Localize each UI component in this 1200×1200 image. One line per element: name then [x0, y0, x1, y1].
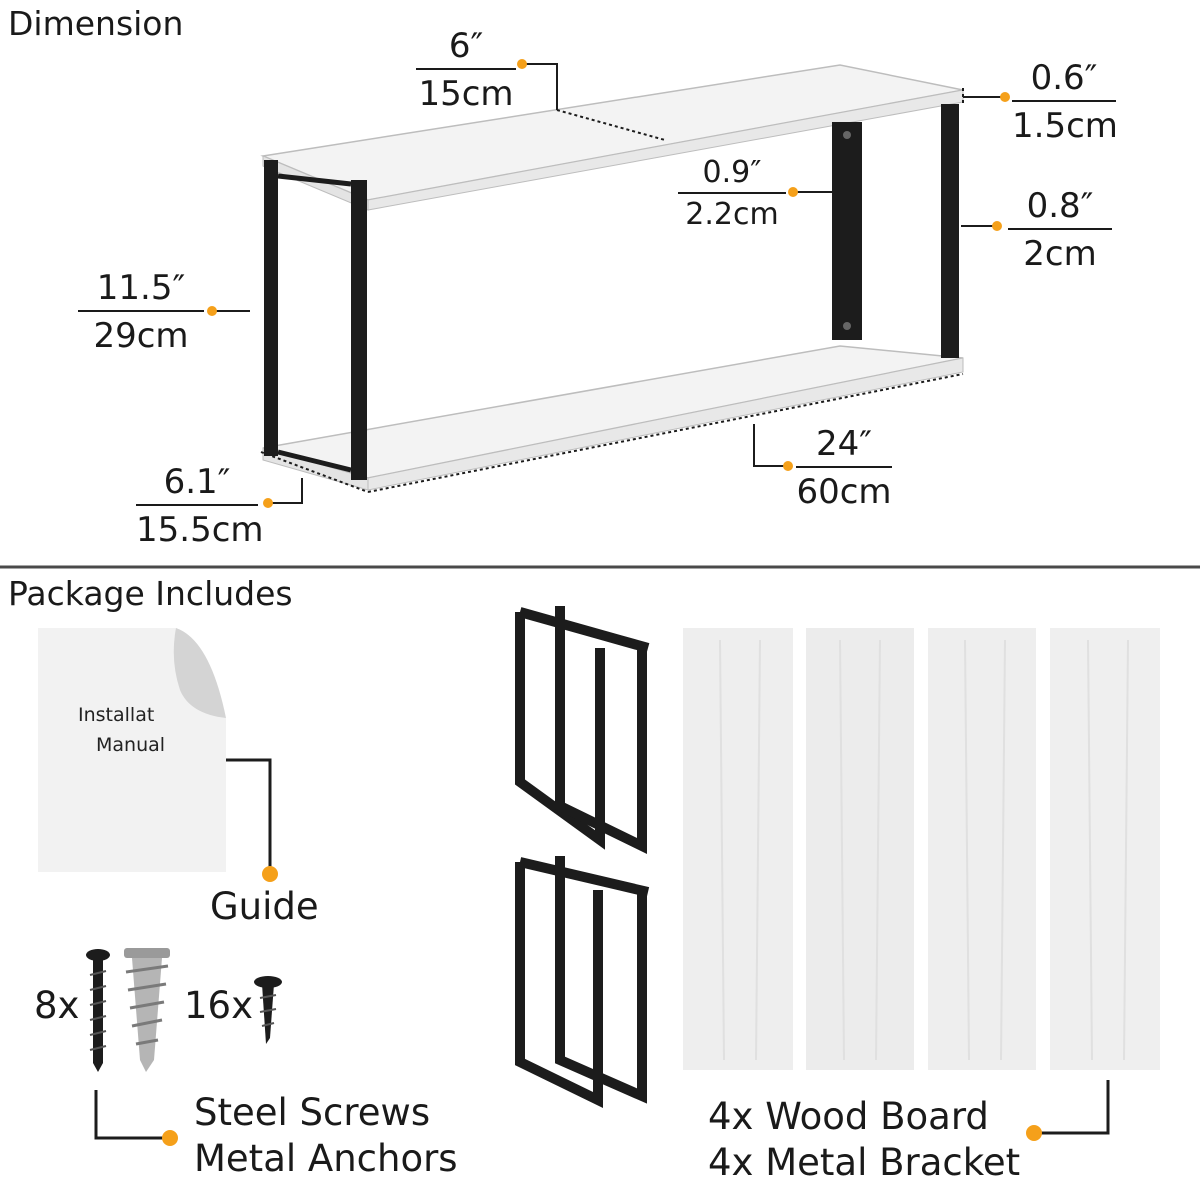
dot-boards [1026, 1125, 1042, 1141]
dim-bracket-width: 0.9″ 2.2cm [678, 156, 786, 232]
dot-guide [262, 866, 278, 882]
dim-bracket-thickness: 0.8″ 2cm [1008, 186, 1112, 274]
dot-depth-bottom [263, 498, 273, 508]
bracket-back-right-b [941, 104, 959, 358]
dim-thickness: 0.6″ 1.5cm [1012, 58, 1118, 146]
screws-caption: Steel Screws Metal Anchors [194, 1091, 458, 1180]
bracket-back-right-a [832, 122, 862, 340]
manual-text: Installat Manual [78, 704, 166, 756]
board-2 [806, 628, 914, 1070]
screw-icon [86, 949, 110, 1072]
package-title: Package Includes [8, 574, 293, 613]
dot-screws [162, 1130, 178, 1146]
dot-thickness [1000, 92, 1010, 102]
small-screw-icon [254, 976, 282, 1044]
bracket-front-left-a [264, 160, 278, 456]
dot-length [783, 461, 793, 471]
dim-length: 24″ 60cm [796, 424, 892, 512]
board-4 [1050, 628, 1160, 1070]
boards-caption: 4x Wood Board 4x Metal Bracket [708, 1095, 1021, 1184]
dimension-title: Dimension [8, 4, 184, 43]
board-3 [928, 628, 1036, 1070]
board-1 [683, 628, 793, 1070]
dot-height [207, 306, 217, 316]
dot-depth-top [517, 59, 527, 69]
dot-bracket-width [788, 187, 798, 197]
bracket-front-left-b [351, 180, 367, 480]
screw-count: 8x [34, 984, 80, 1027]
metal-anchor-icon [124, 948, 170, 1072]
dot-bracket-thickness [992, 221, 1002, 231]
guide-label: Guide [210, 885, 319, 928]
dim-depth-top: 6″ 15cm [416, 26, 516, 114]
dim-depth-bottom: 6.1″ 15.5cm [136, 462, 264, 550]
package-boards [683, 628, 1160, 1070]
package-brackets [515, 606, 650, 1108]
small-screw-count: 16x [184, 984, 253, 1027]
dim-height: 11.5″ 29cm [78, 268, 204, 356]
